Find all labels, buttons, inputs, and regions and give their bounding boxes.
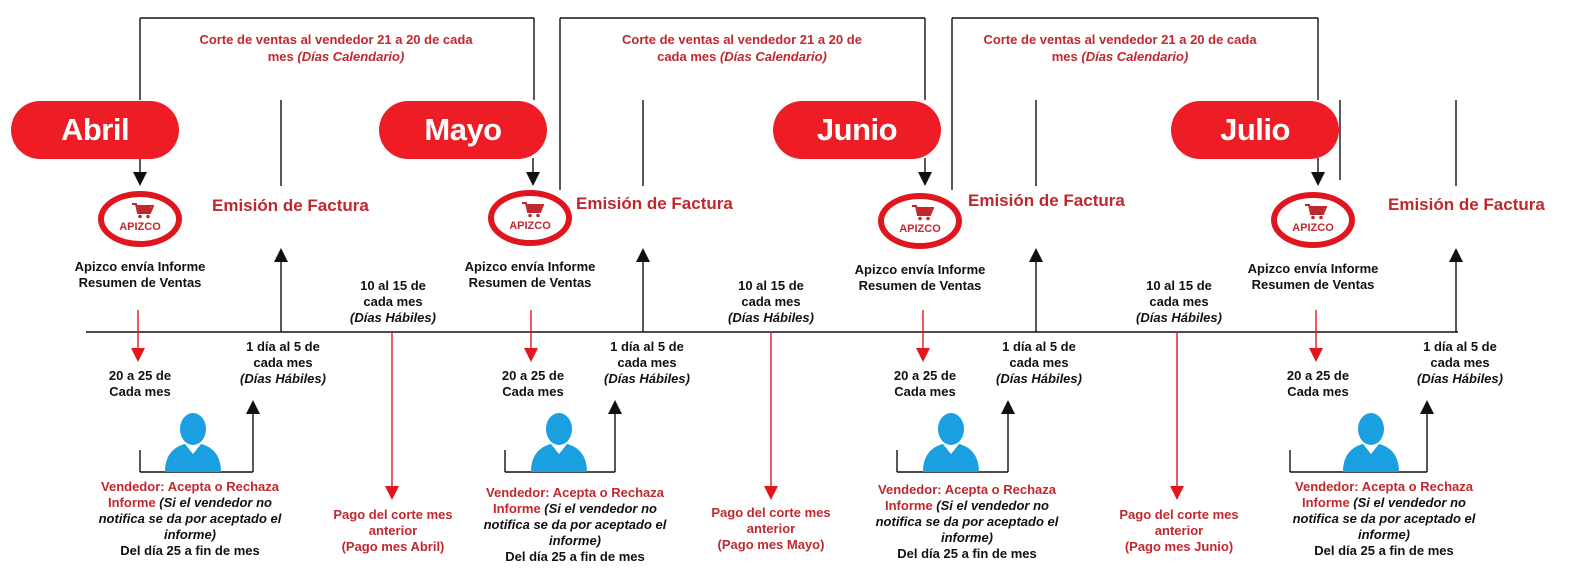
down-arrow-black	[526, 172, 540, 186]
emision-factura-label: Emisión de Factura	[968, 191, 1125, 210]
apizco-logo-text: APIZCO	[509, 220, 551, 232]
person-silhouette-icon	[1343, 413, 1399, 472]
emision-factura-label: Emisión de Factura	[212, 196, 369, 215]
apizco-logo: APIZCO	[488, 190, 572, 246]
up-arrow-black	[608, 400, 622, 414]
vendor-person-icon	[163, 412, 223, 472]
down-arrow-black	[133, 172, 147, 186]
down-arrow-red	[385, 486, 399, 500]
down-arrow-red	[764, 486, 778, 500]
corte-ventas-label: Corte de ventas al vendedor 21 a 20 de c…	[199, 32, 473, 64]
apizco-logo: APIZCO	[878, 193, 962, 249]
shopping-cart-icon	[522, 202, 544, 218]
shopping-cart-icon	[1305, 204, 1327, 220]
down-arrow-red	[1170, 486, 1184, 500]
down-arrow-red	[1309, 348, 1323, 362]
person-silhouette-icon	[165, 413, 221, 472]
emision-factura-label: Emisión de Factura	[576, 194, 733, 213]
apizco-logo: APIZCO	[1271, 192, 1355, 248]
emision-factura-label: Emisión de Factura	[1388, 195, 1545, 214]
up-arrow-black	[1449, 248, 1463, 262]
up-arrow-black	[1029, 248, 1043, 262]
down-arrow-black	[1311, 172, 1325, 186]
apizco-logo-text: APIZCO	[1292, 222, 1334, 234]
month-pill: Abril	[11, 101, 179, 159]
vendor-person-icon	[921, 412, 981, 472]
month-pill: Julio	[1171, 101, 1339, 159]
down-arrow-red	[524, 348, 538, 362]
month-pill: Mayo	[379, 101, 547, 159]
month-pill: Junio	[773, 101, 941, 159]
up-arrow-black	[1420, 400, 1434, 414]
down-arrow-red	[131, 348, 145, 362]
up-arrow-black	[246, 400, 260, 414]
apizco-logo-text: APIZCO	[899, 223, 941, 235]
shopping-cart-icon	[912, 205, 934, 221]
up-arrow-black	[1001, 400, 1015, 414]
down-arrow-red	[916, 348, 930, 362]
corte-ventas-label: Corte de ventas al vendedor 21 a 20 de c…	[983, 32, 1257, 64]
up-arrow-black	[636, 248, 650, 262]
vendor-person-icon	[529, 412, 589, 472]
shopping-cart-icon	[132, 203, 154, 219]
up-arrow-black	[274, 248, 288, 262]
down-arrow-black	[918, 172, 932, 186]
connector-lines	[86, 17, 1463, 500]
vendor-person-icon	[1341, 412, 1401, 472]
apizco-logo-text: APIZCO	[119, 221, 161, 233]
person-silhouette-icon	[923, 413, 979, 472]
person-silhouette-icon	[531, 413, 587, 472]
apizco-logo: APIZCO	[98, 191, 182, 247]
